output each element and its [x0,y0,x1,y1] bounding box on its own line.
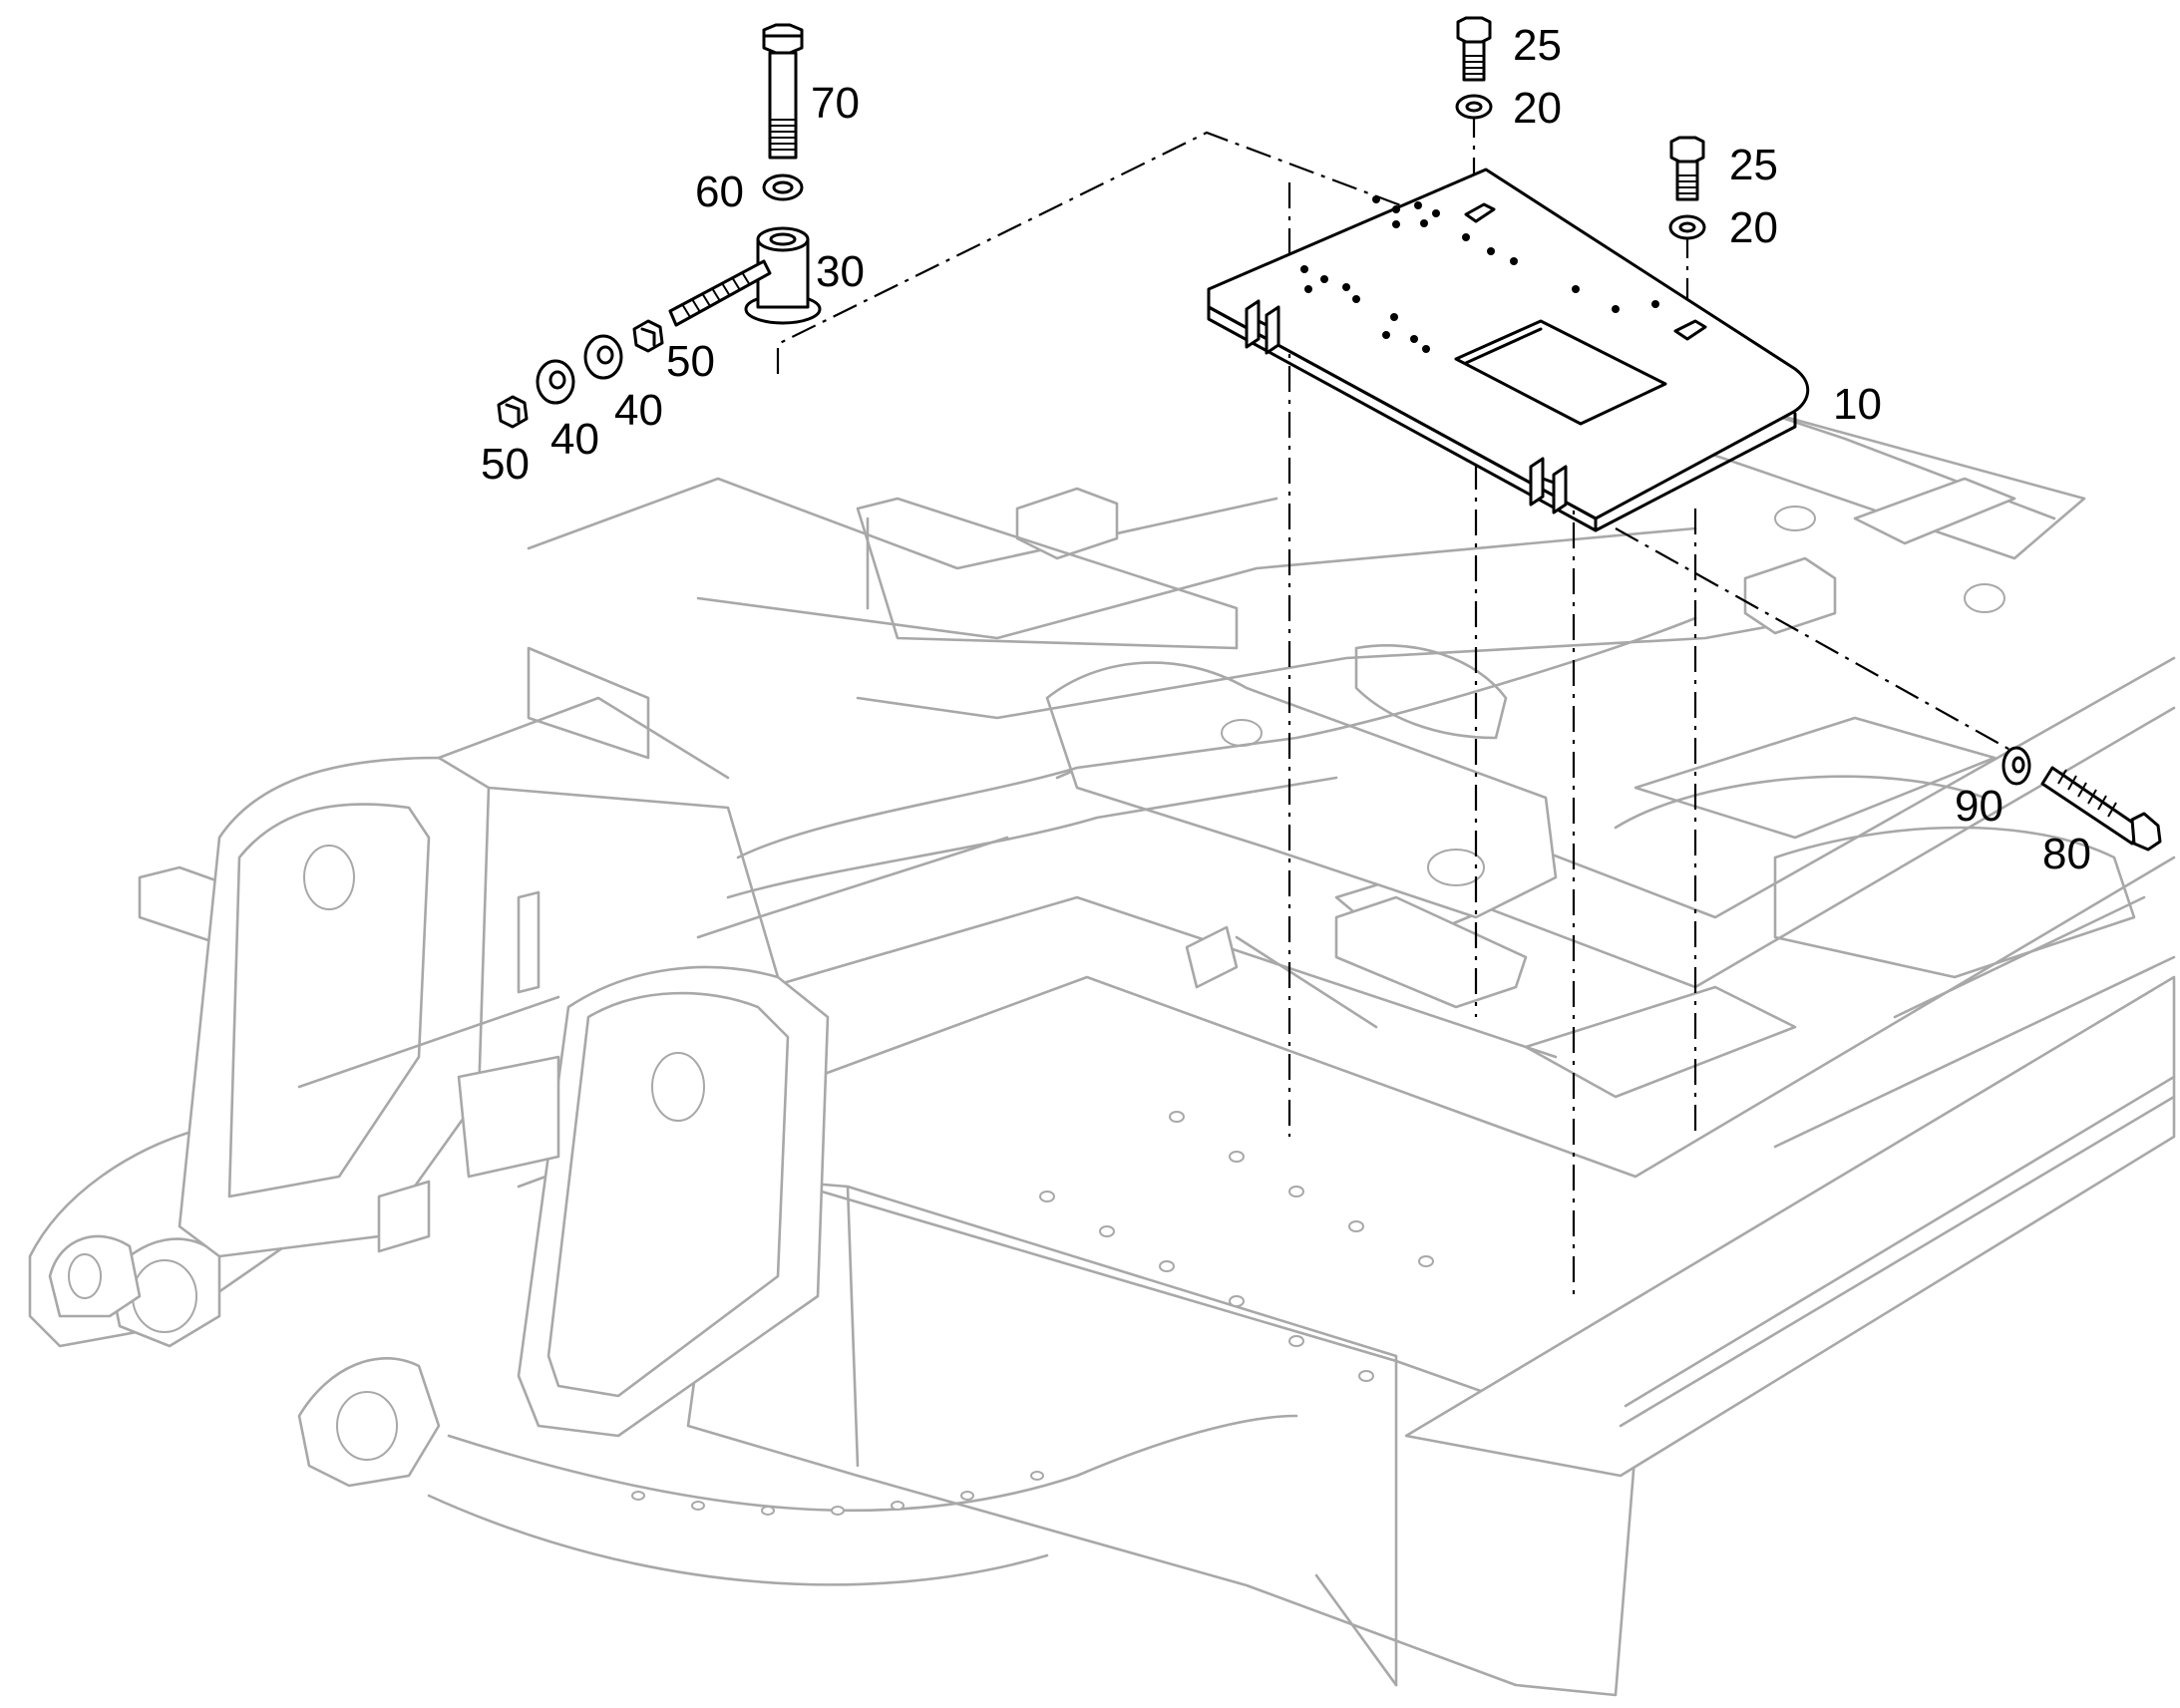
washer-20-left [1455,94,1493,120]
callout-labels: 70 60 30 50 40 40 50 25 20 25 20 10 90 8… [481,21,2091,878]
washer-40-lower [536,359,575,405]
nut-50-upper [632,319,664,353]
washer-20-right [1668,214,1706,240]
callout-90: 90 [1955,782,2003,831]
plate-holes [1300,195,1659,353]
bushing-30 [744,226,822,325]
nut-50-lower [497,395,529,429]
bolt-25-left [1456,16,1492,82]
callout-50-upper: 50 [666,337,715,386]
bolt-80 [2040,766,2162,852]
callout-25-right: 25 [1729,141,1778,189]
callout-70: 70 [811,79,860,128]
callout-25-left: 25 [1513,21,1562,70]
callout-40-upper: 40 [614,386,663,435]
callout-50-lower: 50 [481,440,530,489]
deck-holes [631,1111,1434,1516]
washer-60 [762,173,804,201]
stud [668,259,772,327]
bolt-25-right [1669,136,1705,201]
washer-90 [2001,746,2031,786]
bolt-70 [762,23,804,160]
callout-40-lower: 40 [550,415,599,464]
callout-10: 10 [1833,380,1882,429]
callout-60: 60 [695,168,744,216]
washer-40-upper [583,334,623,380]
callout-20-left: 20 [1513,84,1562,133]
upper-frame-ghost [28,407,2176,1697]
mounting-plate-10 [1207,168,1810,532]
callout-20-right: 20 [1729,203,1778,252]
callout-80: 80 [2042,830,2091,878]
callout-30: 30 [816,247,865,296]
